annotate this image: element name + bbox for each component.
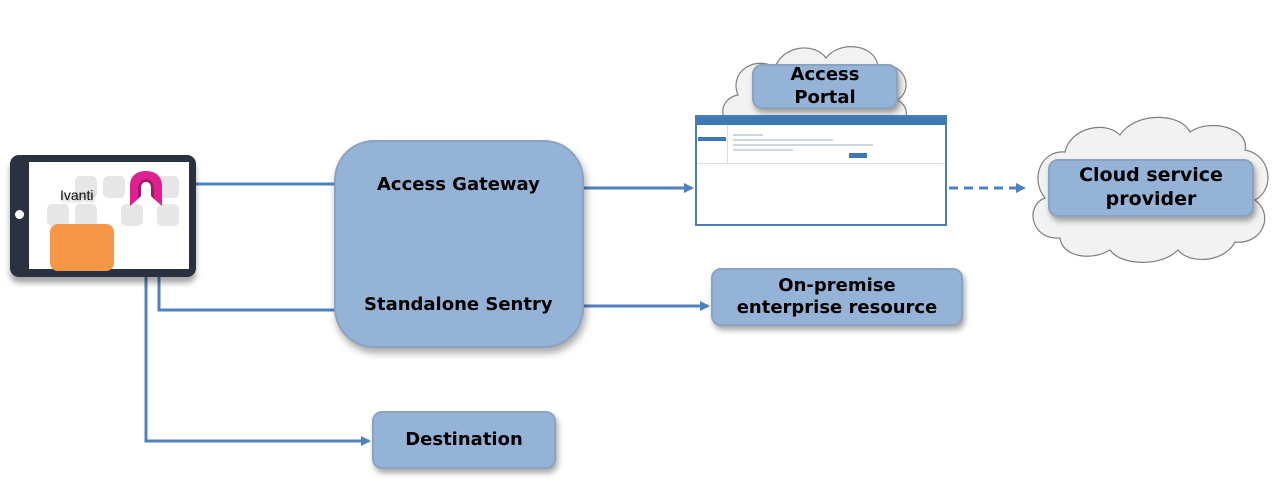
edge-device-to-destination [144,222,371,446]
portal-table-row [733,149,793,151]
gateway-group-box [334,140,584,348]
tablet-screen: Ivanti [29,162,189,271]
on-premise-label-line2: enterprise resource [736,297,938,318]
ivanti-app-icon[interactable] [128,170,164,208]
access-gateway-label[interactable]: Access Gateway [377,174,540,195]
cloud-provider-label-line1: Cloud service [1079,164,1223,187]
home-button-icon [15,210,24,219]
access-portal-screenshot[interactable] [695,115,947,226]
app-tile-icon [75,204,97,226]
portal-text-line [733,134,763,136]
app-tile-icon [103,176,125,198]
app-tile-icon [121,204,143,226]
portal-divider [697,163,945,164]
cloud-service-provider-node[interactable]: Cloud service provider [1048,159,1254,217]
portal-header-bar [697,117,945,125]
device-label: Ivanti [60,187,94,203]
portal-table-row [733,144,873,146]
access-portal-label-line1: Access [790,64,860,85]
on-premise-resource-node[interactable]: On-premise enterprise resource [711,268,963,326]
tablet-device: Ivanti [10,155,196,277]
portal-sidebar-item [698,137,726,141]
destination-label: Destination [405,428,523,450]
access-portal-node[interactable]: Access Portal [752,64,898,109]
portal-text-line [733,139,833,141]
portal-add-button [849,153,867,158]
standalone-sentry-label[interactable]: Standalone Sentry [364,294,553,315]
orange-app-tile-icon [50,224,114,271]
portal-sidebar [697,125,728,163]
cloud-provider-label-line2: provider [1105,188,1197,210]
app-tile-icon [75,176,97,198]
app-tile-icon [47,204,69,226]
on-premise-label-line1: On-premise [778,274,896,296]
app-tile-icon [157,204,179,226]
destination-node[interactable]: Destination [372,411,556,469]
app-tile-icon [157,176,179,198]
access-portal-label-line2: Portal [794,86,856,108]
